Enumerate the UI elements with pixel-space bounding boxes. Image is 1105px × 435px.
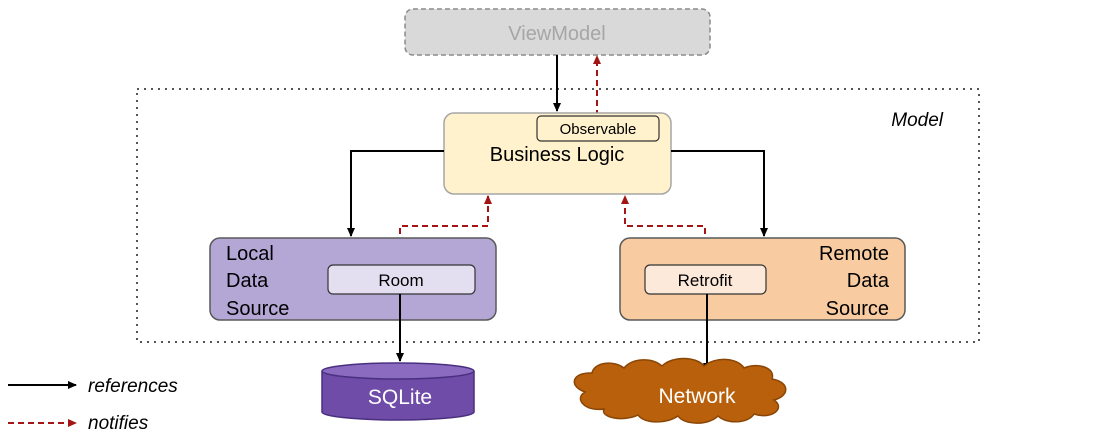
room-label: Room bbox=[378, 271, 423, 290]
notifies-arrow-room bbox=[399, 195, 492, 264]
viewmodel-label: ViewModel bbox=[508, 23, 605, 45]
local-data-source-line: Source bbox=[226, 298, 289, 320]
legend-notifies-label: notifies bbox=[88, 413, 149, 434]
remote-data-source-line: Source bbox=[826, 298, 889, 320]
observable-label: Observable bbox=[560, 121, 637, 138]
remote-data-source-line: Remote bbox=[819, 243, 889, 265]
model-label: Model bbox=[891, 110, 944, 131]
references-arrow-remote bbox=[671, 150, 768, 237]
local-data-source-line: Data bbox=[226, 270, 269, 292]
business-logic-label: Business Logic bbox=[490, 144, 625, 166]
sqlite-database-icon bbox=[321, 362, 475, 421]
retrofit-box bbox=[644, 264, 767, 295]
room-box bbox=[327, 264, 476, 295]
notifies-arrow-retrofit bbox=[621, 195, 706, 264]
local-data-source-line: Local bbox=[226, 243, 274, 265]
references-arrow-local bbox=[347, 150, 444, 237]
sqlite-label: SQLite bbox=[368, 386, 432, 409]
observable-box bbox=[536, 115, 660, 142]
network-cloud-icon bbox=[573, 357, 787, 424]
network-label: Network bbox=[658, 385, 736, 408]
remote-data-source-line: Data bbox=[847, 270, 890, 292]
retrofit-label: Retrofit bbox=[678, 271, 733, 290]
legend: references notifies bbox=[8, 376, 178, 434]
legend-references-label: references bbox=[88, 376, 178, 397]
